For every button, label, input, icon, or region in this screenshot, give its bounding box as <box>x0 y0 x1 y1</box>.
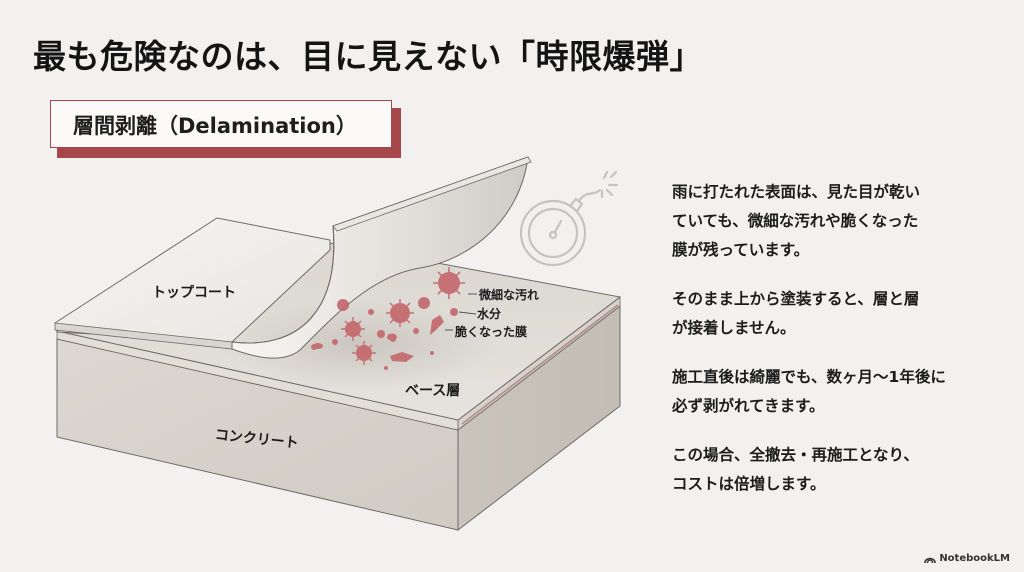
paragraph-peeling: 施工直後は綺麗でも、数ヶ月〜1年後に 必ず剥がれてきます。 <box>672 368 946 415</box>
label-base-layer: ベース層 <box>405 383 461 399</box>
paragraph-cost: この場合、全撤去・再施工となり、 コストは倍増します。 <box>672 446 919 493</box>
label-fine-dirt: 微細な汚れ <box>479 288 540 302</box>
label-moisture: 水分 <box>477 307 502 321</box>
label-top-coat: トップコート <box>152 285 236 301</box>
page-title: 最も危険なのは、目に見えない「時限爆弾」 <box>33 37 703 76</box>
notebooklm-logo-icon <box>924 557 937 563</box>
paragraph-surface: 雨に打たれた表面は、見た目が乾い ていても、微細な汚れや脆くなった 膜が残ってい… <box>672 183 921 259</box>
brand-watermark: NotebookLM <box>924 553 1010 564</box>
virus-particle-large <box>433 267 465 299</box>
callout-label: 層間剥離（Delamination） <box>73 114 357 138</box>
callout-panel: 層間剥離（Delamination） <box>50 87 392 148</box>
time-bomb-icon <box>519 170 619 267</box>
explanation-text: 雨に打たれた表面は、見た目が乾い ていても、微細な汚れや脆くなった 膜が残ってい… <box>672 178 1002 519</box>
callout-box: 層間剥離（Delamination） <box>50 87 402 158</box>
contaminant-cluster <box>311 267 465 370</box>
top-coat-flat <box>54 217 331 343</box>
paragraph-adhesion: そのまま上から塗装すると、層と層 が接着しません。 <box>672 290 920 337</box>
brand-name: NotebookLM <box>939 553 1010 564</box>
label-brittle-film: 脆くなった膜 <box>455 325 528 339</box>
